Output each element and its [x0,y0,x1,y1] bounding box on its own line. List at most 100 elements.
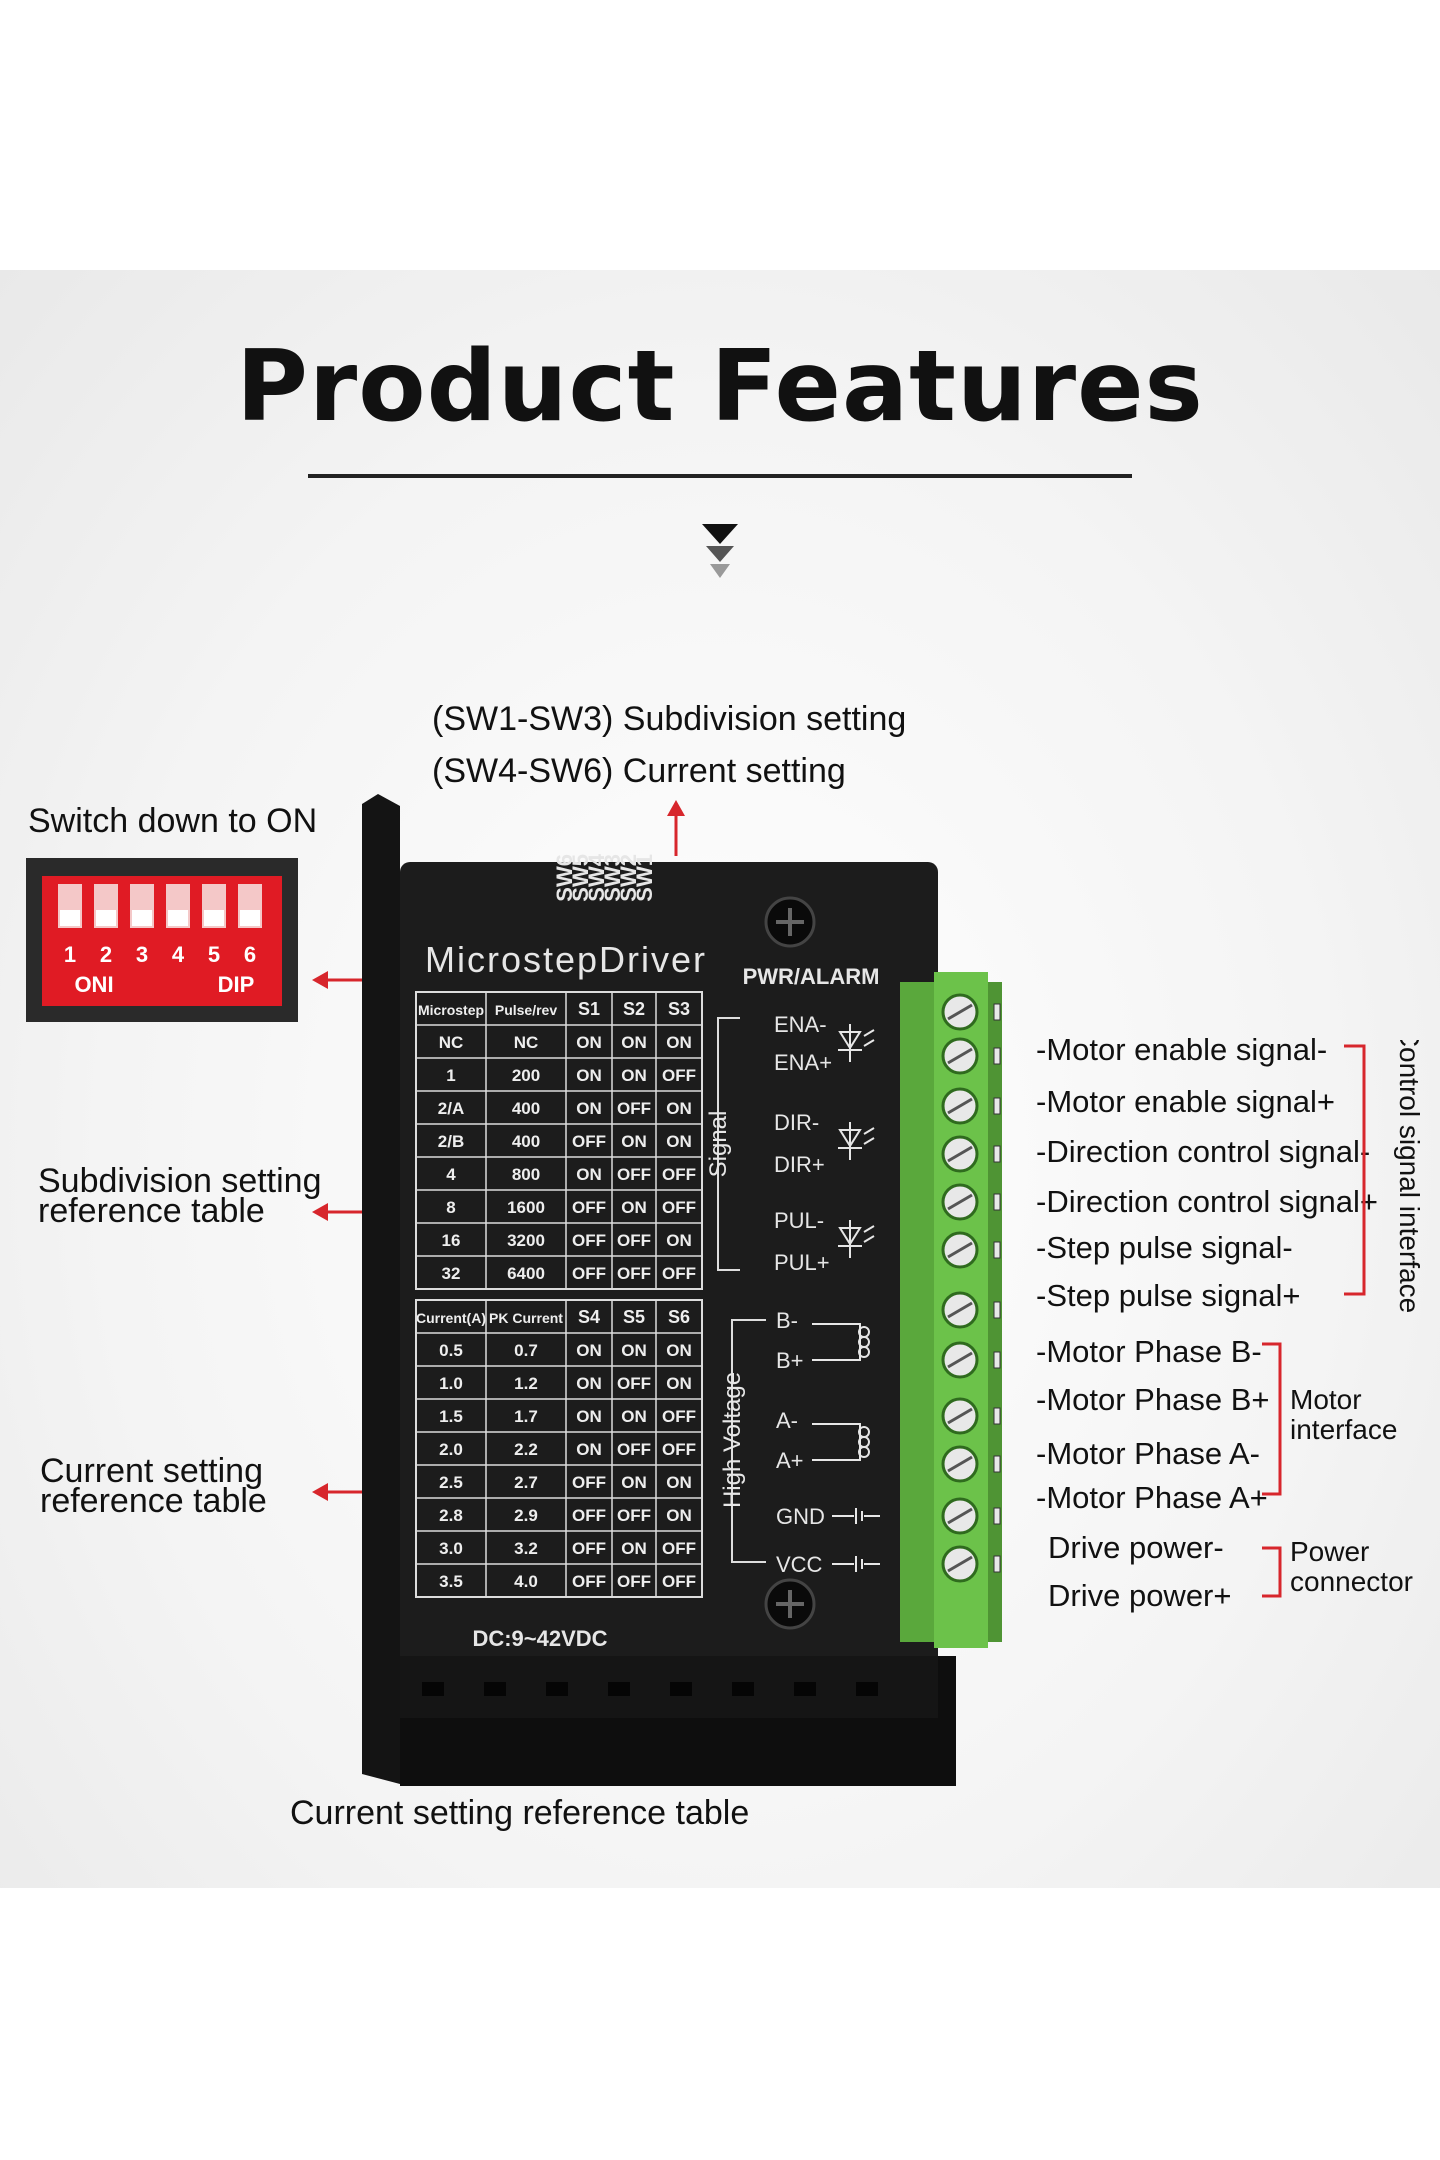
current-table-cell: ON [621,1473,647,1492]
current-table-cell: OFF [662,1572,696,1591]
hv-pin-label: GND [776,1504,825,1529]
subdivision-table-header: S3 [668,999,690,1019]
terminal-screw-icon [941,1135,1001,1173]
dip-dip-label: DIP [218,972,255,997]
subdivision-table-cell: 1 [446,1066,455,1085]
current-table-cell: 0.5 [439,1341,463,1360]
heatsink-flange [362,794,400,1784]
subdivision-table-cell: ON [621,1132,647,1151]
coil-icon [812,1423,870,1461]
dc-source-icon [832,1556,880,1572]
subdivision-table-cell: OFF [662,1066,696,1085]
current-table-cell: 3.5 [439,1572,463,1591]
vent-slot [732,1682,754,1696]
current-table-header: S6 [668,1307,690,1327]
subdivision-table-cell: 2/A [438,1099,464,1118]
dip-switch-knob-tip [96,910,116,926]
current-table-cell: OFF [617,1506,651,1525]
signal-pin-label: DIR+ [774,1152,825,1177]
current-table-header: Current(A) [416,1310,486,1326]
optocoupler-icon [838,1024,875,1062]
current-table-cell: 4.0 [514,1572,538,1591]
dip-switch-knob-tip [60,910,80,926]
switch-label: SW3 [600,854,625,902]
hv-pin-label: A+ [776,1448,804,1473]
subdivision-table-cell: OFF [572,1132,606,1151]
callout-current-ref-line1: Current setting [40,1452,263,1490]
subdivision-table-cell: 400 [512,1099,540,1118]
subdivision-table-frame [415,991,703,1290]
signal-bracket [717,1017,740,1271]
current-table-cell: ON [666,1374,692,1393]
current-table-cell: ON [621,1341,647,1360]
current-table-cell: ON [621,1407,647,1426]
current-table-cell: OFF [617,1572,651,1591]
subdivision-table-cell: 32 [442,1264,461,1283]
current-table-cell: OFF [617,1374,651,1393]
switch-label: SW4 [584,853,609,901]
dip-switch-knob-tip [204,910,224,926]
subdivision-table-cell: ON [576,1165,602,1184]
terminal-label: Drive power+ [1048,1578,1232,1613]
subdivision-table-cell: 3200 [507,1231,545,1250]
dip-switch-number: 3 [136,942,148,967]
terminal-screw-icon [941,1087,1001,1125]
subdivision-table-header: Microstep [418,1002,484,1018]
current-table-cell: 3.2 [514,1539,538,1558]
signal-pin-label: PUL- [774,1208,824,1233]
subdivision-table-cell: OFF [572,1198,606,1217]
callout-current-setting: (SW4-SW6) Current setting [432,752,846,790]
dip-on-label: ONI [74,972,113,997]
terminal-label: -Motor enable signal- [1036,1032,1328,1067]
subdivision-table-cell: 4 [446,1165,456,1184]
terminal-label: -Motor Phase A+ [1036,1480,1268,1515]
subdivision-table-cell: 800 [512,1165,540,1184]
power-connector-label-2: connector [1290,1566,1413,1597]
subdivision-table-cell: ON [621,1198,647,1217]
hv-group-label: High Voltage [719,1372,746,1508]
current-table-header: S5 [623,1307,645,1327]
title-underline [308,474,1132,478]
terminal-screw-icon [941,1231,1001,1269]
current-table-cell: 2.8 [439,1506,463,1525]
subdivision-table-cell: ON [576,1033,602,1052]
vent-slot [794,1682,816,1696]
vent-slot [608,1682,630,1696]
power-connector-bracket [1262,1546,1282,1598]
terminal-screw-icon [941,1545,1001,1583]
vent-slot [484,1682,506,1696]
signal-pin-label: DIR- [774,1110,819,1135]
terminal-screw-icon [941,1341,1001,1379]
terminal-label: -Direction control signal+ [1036,1184,1379,1219]
dc-label: DC:9~42VDC [472,1626,607,1651]
current-table-cell: 1.0 [439,1374,463,1393]
switch-label: SW1 [632,854,657,902]
current-table-header: PK Current [489,1310,563,1326]
callout-subdivision-ref-line1: Subdivision setting [38,1162,322,1200]
power-connector-label-1: Power [1290,1536,1370,1567]
callout-bottom: Current setting reference table [290,1794,750,1832]
current-table-cell: OFF [572,1572,606,1591]
terminal-label: -Step pulse signal- [1036,1230,1293,1265]
switch-label: SW5 [568,854,593,902]
signal-pin-label: PUL+ [774,1250,830,1275]
subdivision-table-cell: 8 [446,1198,455,1217]
callout-subdivision-setting: (SW1-SW3) Subdivision setting [432,700,907,738]
hv-pin-label: VCC [776,1552,823,1577]
terminal-label: -Motor Phase B- [1036,1334,1262,1369]
current-table-cell: OFF [662,1539,696,1558]
signal-pin-label: ENA- [774,1012,827,1037]
subdivision-table-cell: 2/B [438,1132,464,1151]
subdivision-table-cell: ON [576,1066,602,1085]
terminal-label: -Motor enable signal+ [1036,1084,1335,1119]
dip-switch-number: 4 [172,942,185,967]
current-table-cell: ON [666,1341,692,1360]
terminal-screw-icon [941,1445,1001,1483]
current-table-cell: ON [576,1440,602,1459]
subdivision-table-cell: OFF [662,1198,696,1217]
current-table-cell: 2.5 [439,1473,463,1492]
current-table-cell: 1.7 [514,1407,538,1426]
subdivision-table-cell: ON [621,1066,647,1085]
